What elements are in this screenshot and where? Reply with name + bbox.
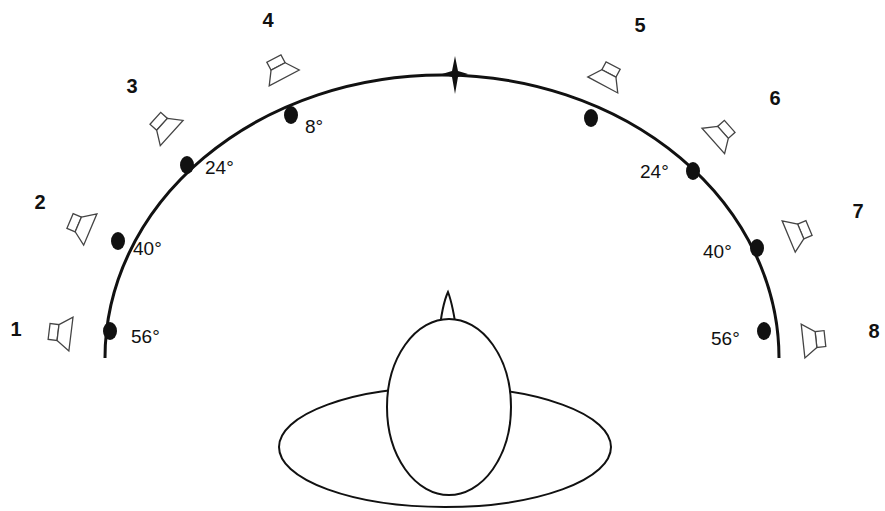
angle-label: 40° <box>703 242 732 261</box>
angle-label: 56° <box>711 329 740 348</box>
center-star <box>442 56 468 94</box>
dots <box>103 106 771 340</box>
speaker-number: 7 <box>852 201 863 221</box>
speaker-cone <box>702 120 734 154</box>
speaker-cone <box>72 209 97 245</box>
speaker-number: 6 <box>769 88 780 108</box>
speaker-icon <box>47 315 73 351</box>
speaker-number: 2 <box>34 192 45 212</box>
position-dot <box>103 322 117 340</box>
position-dot <box>111 232 125 250</box>
position-dot <box>750 239 764 257</box>
speaker-cone <box>782 216 807 252</box>
speaker-cone <box>151 112 183 146</box>
position-dot <box>757 322 771 340</box>
angle-label: 40° <box>133 239 162 258</box>
speaker-icon <box>801 322 827 358</box>
speaker-icon <box>259 51 299 86</box>
speaker-cone <box>588 65 624 92</box>
speaker-cone <box>56 316 73 351</box>
speaker-number: 8 <box>868 321 879 341</box>
angle-label: 56° <box>131 327 160 346</box>
position-dot <box>180 156 194 174</box>
speaker-icon <box>702 114 741 154</box>
speaker-number: 1 <box>10 319 21 339</box>
speaker-number: 3 <box>126 76 137 96</box>
angle-label: 24° <box>205 158 234 177</box>
angle-label: 8° <box>305 117 323 136</box>
speaker-cone <box>263 58 299 85</box>
head <box>387 319 511 495</box>
speakers <box>47 51 827 358</box>
speaker-number: 5 <box>634 15 645 35</box>
speaker-cone <box>801 323 818 358</box>
speaker-icon <box>588 58 628 93</box>
angle-label: 24° <box>640 162 669 181</box>
speaker-icon <box>144 106 183 146</box>
position-dot <box>284 106 298 124</box>
arc <box>105 75 779 358</box>
position-dot <box>584 109 598 127</box>
speaker-icon <box>782 212 815 252</box>
speaker-icon <box>63 205 97 245</box>
speaker-number: 4 <box>262 10 273 30</box>
position-dot <box>686 162 700 180</box>
